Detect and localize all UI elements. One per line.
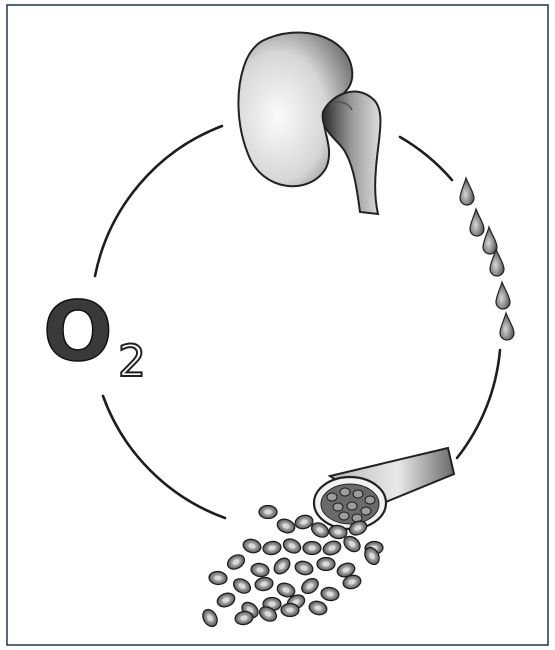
- red-blood-cell: [254, 576, 274, 592]
- red-blood-cell: [259, 506, 277, 519]
- red-blood-cell: [275, 517, 296, 535]
- red-blood-cell: [299, 576, 321, 597]
- red-blood-cell: [250, 562, 270, 578]
- red-blood-cell: [321, 539, 342, 557]
- red-blood-cell: [262, 540, 282, 556]
- red-blood-cell: [294, 559, 315, 576]
- droplets-icon: [460, 178, 514, 340]
- kidney-icon: [238, 32, 380, 214]
- arc-top-right: [400, 137, 452, 180]
- red-blood-cell: [242, 537, 263, 554]
- red-blood-cell: [320, 586, 340, 602]
- red-blood-cell: [308, 599, 329, 616]
- o2-symbol: O: [43, 285, 113, 380]
- red-blood-cell: [281, 604, 299, 617]
- red-blood-cell: [281, 536, 303, 555]
- arc-bottom-left: [103, 396, 225, 518]
- red-blood-cell: [200, 607, 220, 629]
- arc-bottom-right: [457, 350, 500, 458]
- red-blood-cell: [225, 552, 247, 572]
- bone-marrow-icon: [314, 448, 454, 529]
- red-blood-cell: [231, 576, 253, 596]
- red-blood-cell: [208, 571, 227, 586]
- red-blood-cell: [271, 555, 293, 577]
- red-blood-cell: [303, 542, 321, 555]
- red-blood-cell: [317, 558, 335, 571]
- o2-subscript: 2: [118, 336, 146, 387]
- red-blood-cells-icon: [200, 506, 384, 630]
- red-blood-cell: [215, 591, 236, 609]
- o2-label: O 2: [43, 285, 146, 387]
- arc-top-left: [95, 126, 222, 276]
